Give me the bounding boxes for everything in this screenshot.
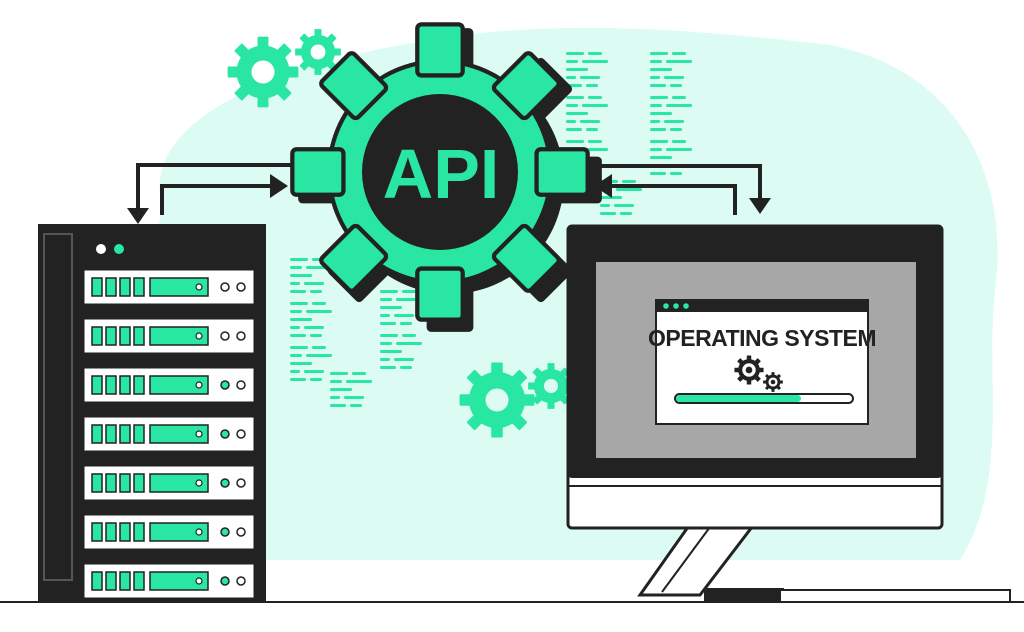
api-label: API bbox=[383, 135, 500, 213]
gear-icon bbox=[763, 372, 783, 392]
arrow-server-to-api bbox=[160, 184, 272, 215]
status-light bbox=[96, 244, 106, 254]
os-title: OPERATING SYSTEM bbox=[648, 325, 876, 351]
api-gear-icon: API bbox=[292, 24, 602, 332]
status-light bbox=[114, 244, 124, 254]
arrowhead bbox=[749, 198, 771, 214]
window-dot bbox=[673, 303, 679, 309]
gear-icon bbox=[227, 36, 299, 108]
server-unit bbox=[83, 318, 255, 354]
server-unit bbox=[83, 416, 255, 452]
server-unit bbox=[83, 269, 255, 305]
os-window: OPERATING SYSTEM bbox=[648, 299, 877, 425]
arrowhead bbox=[127, 208, 149, 224]
server-unit bbox=[83, 563, 255, 599]
progress-fill bbox=[676, 395, 801, 402]
arrowhead bbox=[594, 174, 612, 198]
gear-icon bbox=[734, 355, 764, 385]
arrow-api-to-computer bbox=[588, 164, 762, 200]
arrows bbox=[136, 163, 762, 215]
server-rack bbox=[38, 224, 266, 602]
server-unit bbox=[83, 367, 255, 403]
gear-icon bbox=[528, 363, 574, 409]
window-dot bbox=[683, 303, 689, 309]
server-unit bbox=[83, 514, 255, 550]
window-dot bbox=[663, 303, 669, 309]
gear-icon bbox=[459, 362, 535, 438]
arrowhead bbox=[270, 174, 288, 198]
arrow-computer-to-api bbox=[612, 184, 737, 215]
gear-icon bbox=[295, 29, 341, 75]
server-unit bbox=[83, 465, 255, 501]
arrow-api-to-server bbox=[136, 163, 305, 212]
